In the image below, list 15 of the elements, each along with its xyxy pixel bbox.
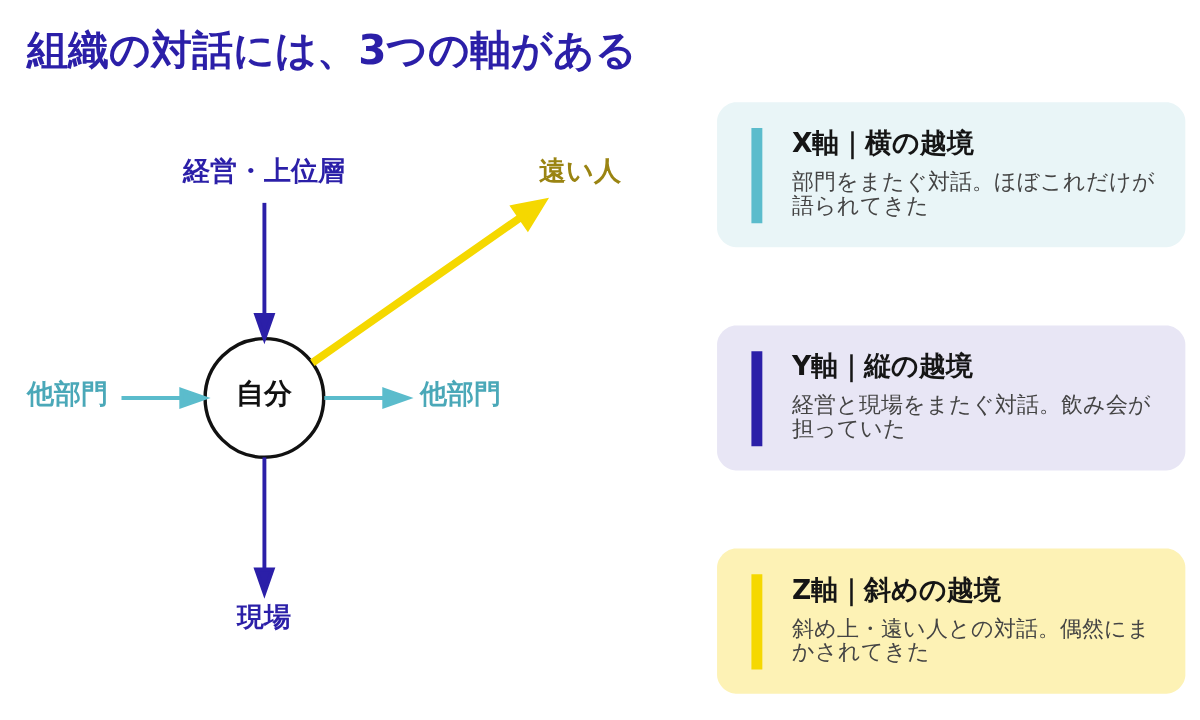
arrow (253, 456, 276, 599)
node-text: 他部門 (420, 377, 502, 409)
node-circle: 自分 (203, 336, 326, 459)
node-text: 経営・上位層 (183, 154, 346, 186)
diagram-title: 組織の対話には、3つの軸がある (27, 25, 638, 74)
node-box: Y軸｜縦の越境 経営と現場をまたぐ対話。飲み会が担っていた (717, 324, 1186, 471)
arrow (121, 386, 211, 409)
node-box: Z軸｜斜めの越境 斜め上・遠い人との対話。偶然にまかされてきた (717, 548, 1186, 694)
node-text: 遠い人 (539, 154, 622, 186)
node-box: X軸｜横の越境 部門をまたぐ対話。ほぼこれだけが語られてきた (717, 101, 1186, 247)
arrow (310, 197, 550, 366)
arrow (324, 386, 414, 409)
node-text: 他部門 (27, 377, 109, 409)
arrow (253, 202, 276, 344)
node-text: 現場 (237, 600, 292, 632)
